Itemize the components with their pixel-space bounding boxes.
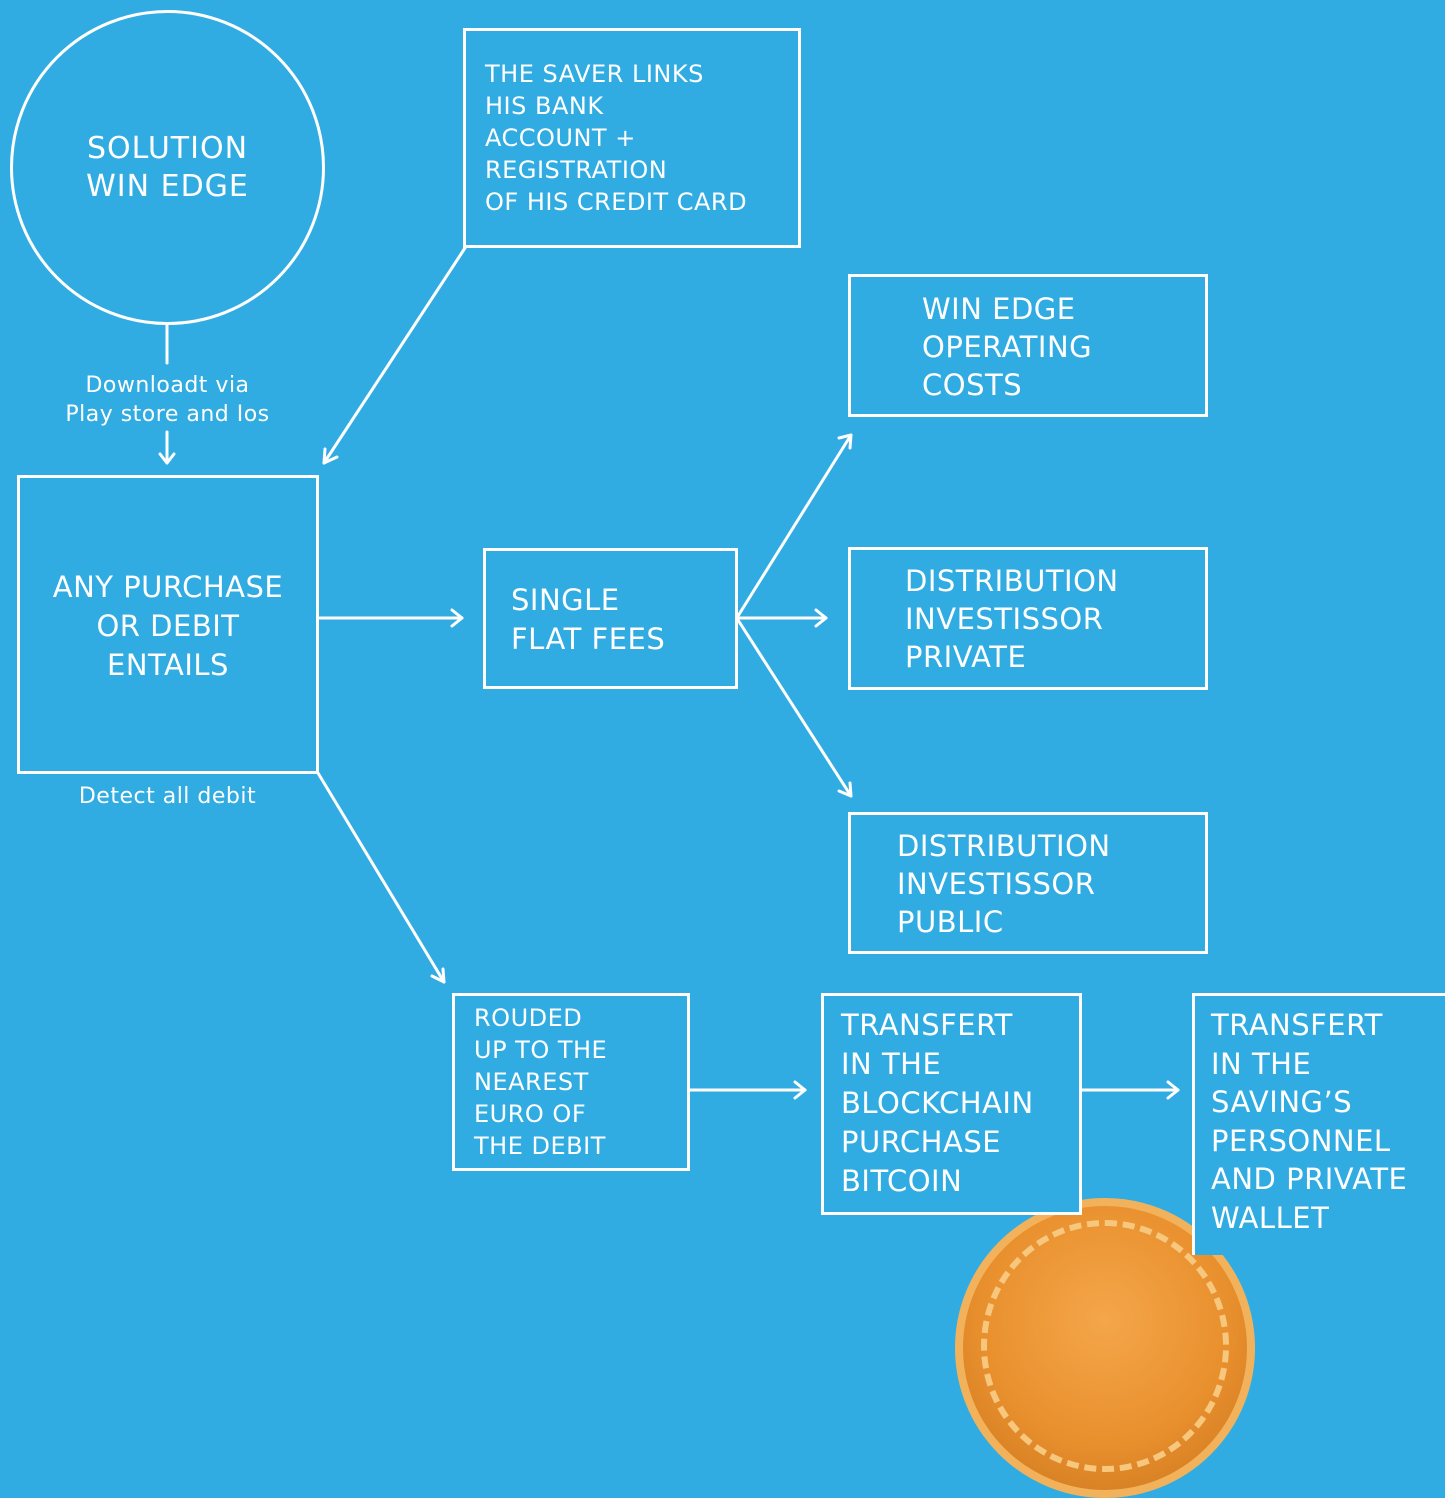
fees-public-line bbox=[736, 618, 853, 798]
download-caption-line-2: Play store and Ios bbox=[65, 402, 270, 427]
solution-line-2: WIN EDGE bbox=[86, 168, 249, 204]
blockchain-line-2: IN THE bbox=[841, 1047, 942, 1081]
blockchain-wallet-arrowhead bbox=[1166, 1080, 1180, 1100]
connector-layer bbox=[158, 246, 1180, 1100]
saver-links-box: THE SAVER LINKS HIS BANK ACCOUNT + REGIS… bbox=[463, 28, 801, 248]
wallet-line-5: AND PRIVATE bbox=[1211, 1162, 1408, 1196]
public-line-2: INVESTISSOR bbox=[897, 867, 1096, 901]
saver-line-3: ACCOUNT + bbox=[485, 124, 636, 152]
purchase-fees-arrowhead bbox=[450, 608, 464, 628]
purchase-rounded-line bbox=[316, 771, 446, 984]
wallet-line-3: SAVING’S bbox=[1211, 1085, 1353, 1119]
distribution-public-box: DISTRIBUTION INVESTISSOR PUBLIC bbox=[848, 812, 1208, 954]
operating-line-2: OPERATING bbox=[922, 330, 1093, 364]
blockchain-line-4: PURCHASE bbox=[841, 1125, 1002, 1159]
rounded-line-4: EURO OF bbox=[474, 1100, 587, 1128]
fees-line-1: SINGLE bbox=[511, 583, 620, 617]
solution-circle: SOLUTION WIN EDGE bbox=[10, 10, 325, 325]
saver-line-1: THE SAVER LINKS bbox=[485, 60, 704, 88]
purchase-line-2: OR DEBIT bbox=[96, 609, 240, 643]
blockchain-line-3: BLOCKCHAIN bbox=[841, 1086, 1034, 1120]
download-caption: Downloadt via Play store and Ios bbox=[50, 371, 285, 429]
saver-line-5: OF HIS CREDIT CARD bbox=[485, 188, 748, 216]
rounded-line-5: THE DEBIT bbox=[474, 1132, 606, 1160]
private-line-3: PRIVATE bbox=[905, 640, 1027, 674]
coin-rim-decoration bbox=[981, 1220, 1229, 1472]
purchase-rounded-arrowhead bbox=[430, 967, 446, 984]
private-line-1: DISTRIBUTION bbox=[905, 564, 1119, 598]
fees-public-arrowhead bbox=[837, 781, 853, 798]
download-caption-line-1: Downloadt via bbox=[85, 373, 250, 398]
solution-line-1: SOLUTION bbox=[86, 130, 249, 166]
single-flat-fees-box: SINGLE FLAT FEES bbox=[483, 548, 738, 689]
saver-arrow-line bbox=[322, 246, 467, 465]
fees-private-arrowhead bbox=[814, 608, 828, 628]
detect-caption-text: Detect all debit bbox=[78, 784, 257, 809]
rounded-up-box: ROUDED UP TO THE NEAREST EURO OF THE DEB… bbox=[452, 993, 690, 1171]
operating-line-3: COSTS bbox=[922, 368, 1023, 402]
wallet-line-4: PERSONNEL bbox=[1211, 1123, 1391, 1158]
rounded-line-1: ROUDED bbox=[474, 1004, 583, 1032]
public-line-3: PUBLIC bbox=[897, 905, 1004, 939]
rounded-blockchain-arrowhead bbox=[793, 1080, 807, 1100]
private-line-2: INVESTISSOR bbox=[905, 602, 1104, 636]
purchase-debit-box: ANY PURCHASE OR DEBIT ENTAILS bbox=[17, 475, 319, 774]
wallet-line-2: IN THE bbox=[1211, 1046, 1312, 1081]
fees-operating-line bbox=[736, 433, 853, 618]
distribution-private-box: DISTRIBUTION INVESTISSOR PRIVATE bbox=[848, 547, 1208, 690]
personal-wallet-box: TRANSFERT IN THE SAVING’S PERSONNEL AND … bbox=[1192, 993, 1445, 1255]
saver-line-2: HIS BANK bbox=[485, 92, 604, 120]
flow-diagram: SOLUTION WIN EDGE Downloadt via Play sto… bbox=[10, 10, 1445, 1498]
purchase-line-1: ANY PURCHASE bbox=[52, 570, 284, 604]
blockchain-line-5: BITCOIN bbox=[841, 1164, 963, 1198]
saver-arrowhead bbox=[322, 447, 339, 465]
blockchain-line-1: TRANSFERT bbox=[841, 1008, 1013, 1042]
download-arrowhead bbox=[158, 452, 176, 465]
blockchain-purchase-box: TRANSFERT IN THE BLOCKCHAIN PURCHASE BIT… bbox=[821, 993, 1082, 1215]
rounded-line-3: NEAREST bbox=[474, 1068, 589, 1096]
rounded-line-2: UP TO THE bbox=[474, 1036, 608, 1064]
fees-operating-arrowhead bbox=[837, 433, 853, 450]
purchase-line-3: ENTAILS bbox=[107, 648, 229, 682]
wallet-line-1: TRANSFERT bbox=[1211, 1008, 1383, 1042]
fees-line-2: FLAT FEES bbox=[511, 622, 666, 656]
operating-line-1: WIN EDGE bbox=[922, 292, 1076, 326]
public-line-1: DISTRIBUTION bbox=[897, 829, 1111, 863]
detect-caption: Detect all debit bbox=[40, 782, 295, 811]
wallet-line-6: WALLET bbox=[1211, 1200, 1330, 1235]
operating-costs-box: WIN EDGE OPERATING COSTS bbox=[848, 274, 1208, 417]
saver-line-4: REGISTRATION bbox=[485, 156, 668, 184]
